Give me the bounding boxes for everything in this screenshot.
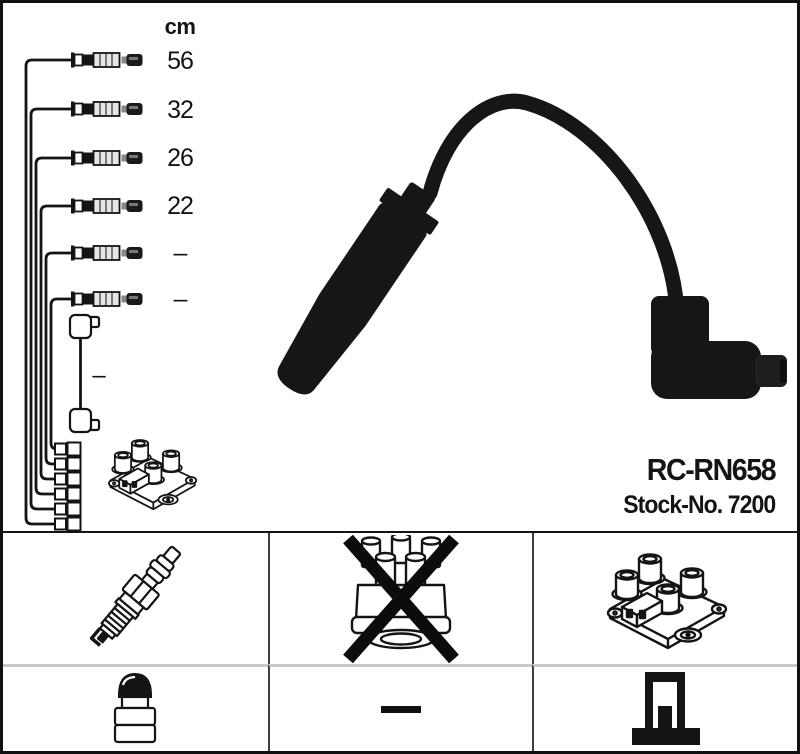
distributor-cap-crossed-icon (343, 534, 459, 663)
wire-end-connectors (70, 51, 144, 308)
grid-cell-coil-tower (532, 664, 797, 751)
coil-tower-icon (631, 672, 700, 745)
cable-arc (422, 93, 685, 319)
dash-icon (380, 705, 421, 713)
cable-length-diagram (24, 51, 198, 531)
coil-wire-drawing (68, 313, 101, 434)
ignition-coil-icon (606, 552, 727, 649)
length-unit-header: cm (164, 14, 196, 39)
application-grid (3, 531, 797, 751)
grid-cell-ignition-coil (532, 533, 797, 664)
length-value: – (173, 285, 188, 313)
length-value: 56 (167, 47, 194, 75)
grid-cell-distributor-cap (267, 533, 533, 664)
length-value: 22 (167, 192, 194, 220)
plug-connector-icon (114, 672, 157, 744)
terminal-stack (54, 441, 82, 531)
stock-number: Stock-No. 7200 (622, 491, 776, 519)
part-number: RC-RN658 (646, 452, 777, 487)
straight-boot (277, 182, 439, 395)
length-value: – (173, 239, 188, 267)
product-id-block: RC-RN658 Stock-No. 7200 (622, 452, 777, 519)
ignition-cable-photo (277, 93, 787, 399)
grid-cell-dash (267, 664, 533, 751)
grid-cell-plug-connector (3, 664, 268, 751)
coil-wire-length-value: – (92, 362, 106, 389)
length-value: 32 (167, 96, 194, 124)
elbow-boot (651, 296, 787, 399)
spark-plug-icon (90, 545, 182, 647)
grid-cell-spark-plug (3, 533, 268, 664)
length-value: 26 (167, 144, 194, 172)
ignition-coil-small-drawing (108, 439, 198, 511)
cross-out-x (343, 534, 459, 663)
